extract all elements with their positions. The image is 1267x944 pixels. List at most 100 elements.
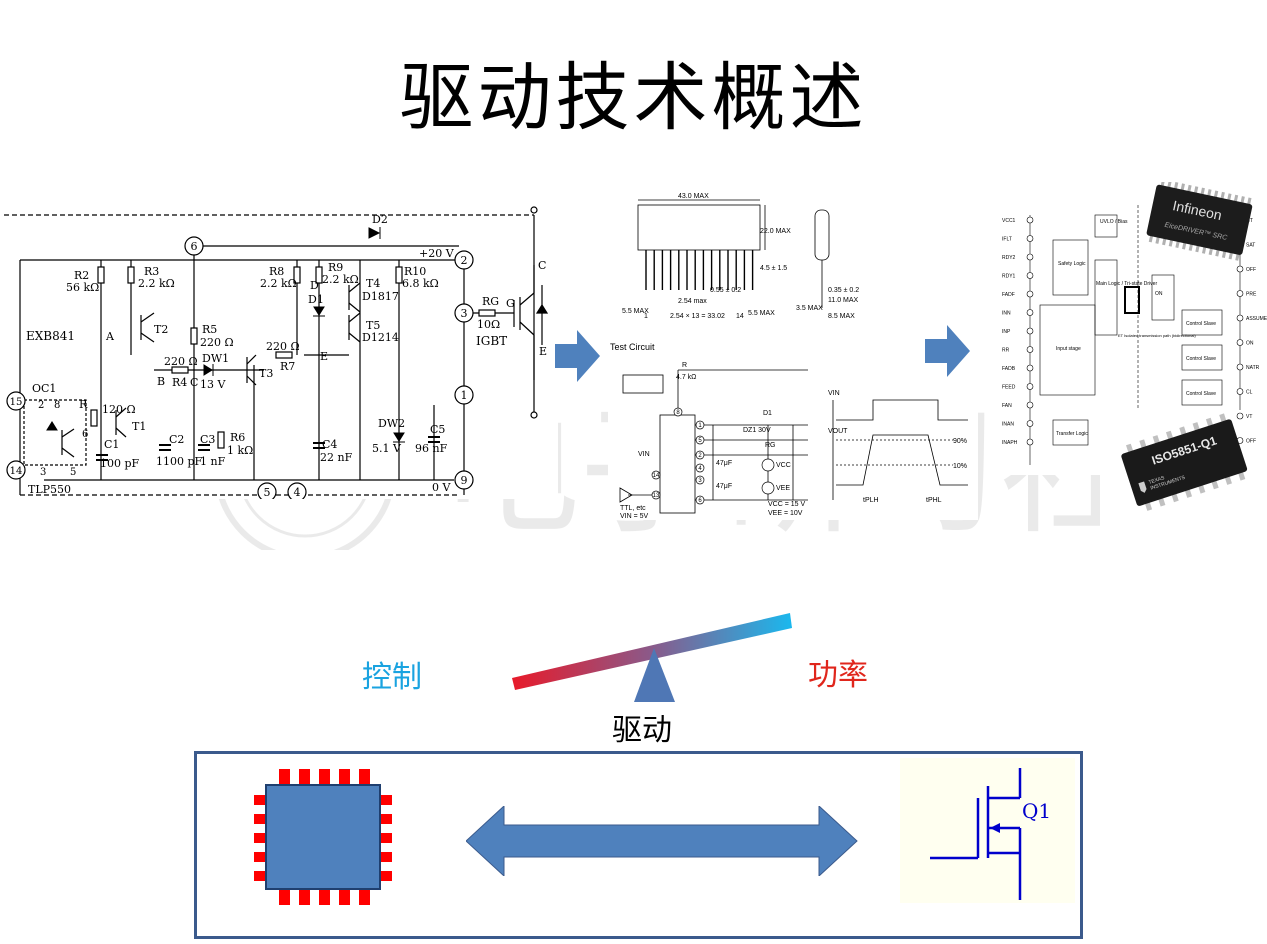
t4-part: D1817	[362, 290, 399, 303]
mcu-pin	[254, 852, 266, 862]
dim-height: 22.0 MAX	[760, 228, 791, 235]
pin-14: 14	[10, 466, 23, 477]
dw2-value: 5.1 V	[372, 442, 402, 455]
rg-label: RG	[482, 295, 499, 308]
tc-cap1: 47μF	[716, 460, 732, 467]
r4-label: R4	[172, 376, 187, 389]
ti-chip-photo: ISO5851-Q1 TEXAS INSTRUMENTS	[1115, 410, 1255, 520]
pin-5: 5	[264, 486, 271, 499]
tc-r-label: R	[682, 362, 687, 369]
supply-pos: +20 V	[419, 247, 455, 260]
t5-part: D1214	[362, 331, 399, 344]
mcu-pin	[319, 889, 330, 905]
r5-label: R5	[202, 323, 217, 336]
package-outline: 43.0 MAX 22.0 MAX 4.5 ± 1.5 0.55 ± 0.2 2…	[622, 193, 859, 320]
tc-pin-3: 3	[698, 478, 702, 484]
dim-thick: 0.55 ± 0.2	[710, 287, 741, 294]
d1-label: D1	[308, 293, 324, 306]
ic-pin-label-right: SAT	[1246, 243, 1255, 249]
ic-pin	[1026, 253, 1034, 261]
mcu-pin	[254, 795, 266, 805]
ti-logo-icon	[1138, 481, 1147, 493]
c1-value: 100 pF	[100, 457, 140, 470]
dw2-label: DW2	[378, 417, 405, 430]
ic-pin	[1026, 346, 1034, 353]
r9-label: R9	[328, 261, 343, 274]
igbt-gate: G	[506, 297, 515, 310]
r5-value: 220 Ω	[200, 336, 234, 349]
ic-pin-label-left: IFLT	[1002, 237, 1012, 243]
mcu-pin	[299, 769, 310, 785]
r6-label: R6	[230, 431, 245, 444]
d2-label: D2	[372, 213, 388, 226]
mcu-pin	[380, 833, 392, 843]
ic-pin	[1026, 309, 1034, 316]
dim-body: 11.0 MAX	[828, 297, 859, 304]
ic-pin-label-left: RR	[1002, 348, 1010, 354]
ic-pin	[1026, 364, 1034, 372]
slide-title: 驱动技术概述	[399, 55, 868, 141]
mcu-pin	[299, 889, 310, 905]
ic-pin	[1236, 339, 1244, 346]
wave-90: 90%	[953, 438, 967, 445]
dim-lead: 4.5 ± 1.5	[760, 265, 787, 272]
balance-pivot-label: 驱动	[612, 713, 672, 748]
mcu-pin	[339, 769, 350, 785]
mosfet-symbol: Q1	[900, 758, 1075, 903]
ic-pin-label-right: OFF	[1246, 439, 1256, 445]
c2-value: 1100 pF	[156, 455, 203, 468]
ti-chip-image: ISO5851-Q1 TEXAS INSTRUMENTS	[1121, 413, 1248, 511]
balance-left-label: 控制	[362, 660, 422, 695]
ic-pin	[1236, 265, 1244, 273]
pin-4: 4	[294, 486, 301, 499]
t2-label: T2	[154, 323, 168, 336]
tc-pin-6: 6	[698, 498, 702, 504]
t4-label: T4	[366, 277, 380, 290]
ic-pin-label-left: INP	[1002, 329, 1011, 335]
infineon-chip-photo: Infineon EiceDRIVER™ SRC	[1140, 179, 1260, 262]
opto-pin-8: 8	[54, 400, 60, 411]
tc-ttl: TTL, etc	[620, 505, 646, 512]
mcu-pin	[254, 871, 266, 881]
tc-pin-2: 2	[698, 453, 702, 459]
c1-label: C1	[104, 438, 119, 451]
node-b: B	[157, 375, 165, 388]
r7-label: R7	[280, 360, 295, 373]
mosfet-icon: Q1	[930, 768, 1051, 900]
ic-pin-label-left: FAN	[1002, 403, 1012, 409]
c5-label: C5	[430, 423, 445, 436]
ic-pin-label-right: VT	[1246, 414, 1252, 420]
dim-lead-len: 3.5 MAX	[796, 305, 823, 312]
mcu-pin	[359, 769, 370, 785]
wave-vout: VOUT	[828, 428, 848, 435]
mcu-pin	[359, 889, 370, 905]
ic-pin-label-left: FEED	[1002, 385, 1016, 391]
ic-block-slave2: Control Slave	[1186, 356, 1216, 362]
ic-pin	[1236, 412, 1244, 420]
ic-pin-label-left: FADB	[1002, 366, 1016, 372]
chip-name: EXB841	[26, 329, 75, 343]
ic-block-slave3: Control Slave	[1186, 391, 1216, 397]
dim-left: 5.5 MAX	[622, 308, 649, 315]
optocoupler-label: OC1	[32, 382, 56, 395]
node-e: E	[320, 350, 328, 363]
mosfet-label: Q1	[1022, 799, 1051, 823]
mcu-pin	[254, 833, 266, 843]
opto-pin-5: 5	[70, 467, 76, 478]
ic-block-input: Input stage	[1056, 346, 1081, 352]
wave-tplh: tPLH	[863, 497, 879, 504]
mcu-pin	[254, 814, 266, 824]
pin-9: 9	[461, 474, 468, 487]
r-value: 120 Ω	[102, 403, 136, 416]
r3-label: R3	[144, 265, 159, 278]
pin-6: 6	[191, 240, 198, 253]
tc-ttl-v: VIN = 5V	[620, 513, 649, 520]
igbt-collector: C	[538, 259, 546, 272]
tc-pin-14: 14	[653, 473, 660, 479]
c5-value: 96 nF	[415, 442, 448, 455]
dim-pin-thick: 0.35 ± 0.2	[828, 287, 859, 294]
c4-label: C4	[322, 438, 337, 451]
dw1-label: DW1	[202, 352, 229, 365]
ic-pin	[1236, 388, 1244, 395]
balance-beam	[512, 613, 792, 690]
